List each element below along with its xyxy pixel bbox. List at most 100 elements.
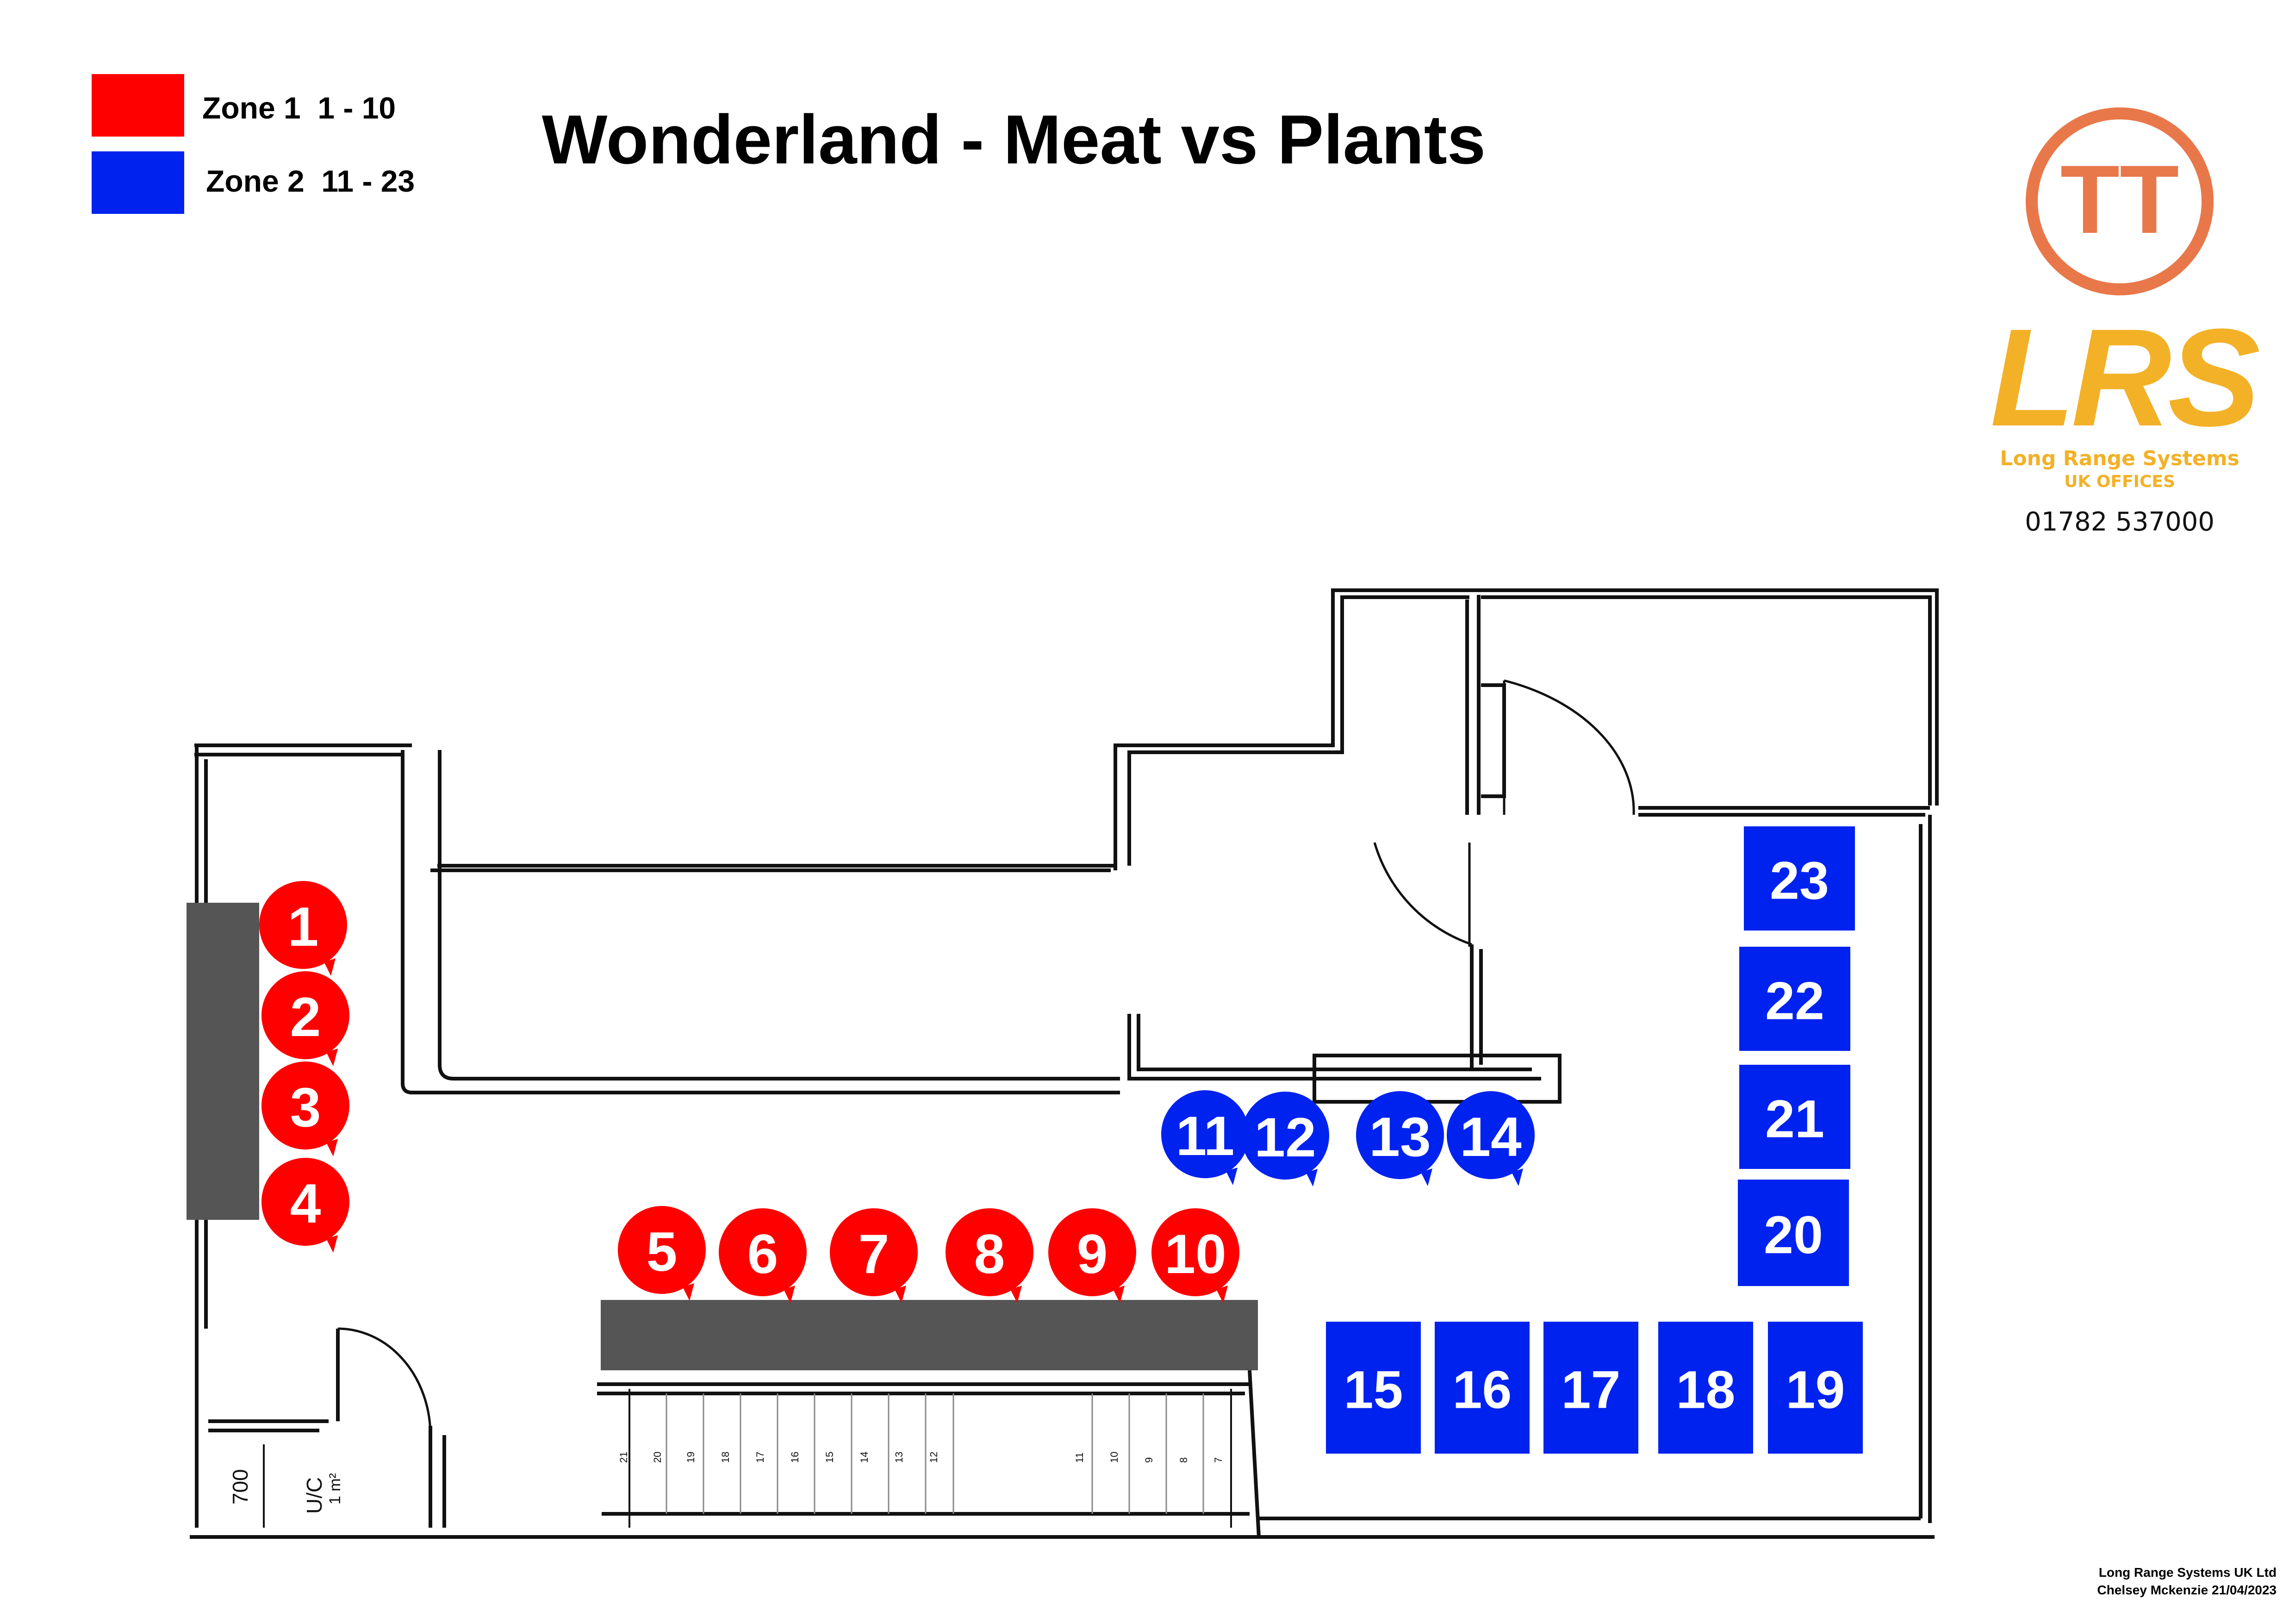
- zone1-legend-label: Zone 1 1 - 10: [202, 91, 396, 125]
- page-title: Wonderland - Meat vs Plants: [541, 100, 1486, 178]
- marker-number: 15: [1344, 1361, 1403, 1420]
- marker-number: 8: [974, 1223, 1005, 1285]
- marker-number: 2: [290, 986, 321, 1048]
- marker-number: 10: [1164, 1223, 1226, 1285]
- marker-square: [1768, 1322, 1863, 1454]
- marker-number: 20: [1764, 1206, 1823, 1265]
- marker-pointer: [324, 958, 336, 976]
- offices-subtitle: UK OFFICES: [2064, 472, 2175, 491]
- marker-circle: [261, 971, 349, 1059]
- dimension-label: 700: [228, 1469, 252, 1505]
- marker-number: 13: [1369, 1106, 1431, 1168]
- marker-square: [1435, 1322, 1530, 1454]
- table-marker-3: 3: [261, 1062, 349, 1156]
- table-marker-5: 5: [618, 1206, 706, 1301]
- marker-square: [1738, 1180, 1849, 1286]
- stair-number: 12: [928, 1452, 940, 1463]
- table-marker-4: 4: [261, 1158, 349, 1253]
- footer: Long Range Systems UK Ltd Chelsey Mckenz…: [2097, 1564, 2277, 1599]
- marker-pointer: [326, 1049, 338, 1066]
- emblem-text: TT: [2060, 145, 2179, 254]
- marker-number: 19: [1786, 1361, 1845, 1420]
- marker-pointer: [895, 1286, 906, 1303]
- marker-number: 17: [1562, 1361, 1621, 1420]
- phone-number: 01782 537000: [2025, 507, 2215, 537]
- marker-pointer: [1010, 1286, 1022, 1303]
- marker-number: 12: [1254, 1106, 1316, 1168]
- marker-square: [1744, 826, 1855, 931]
- stair-number: 18: [720, 1452, 731, 1463]
- footer-company: Long Range Systems UK Ltd: [2098, 1565, 2277, 1580]
- marker-number: 4: [290, 1173, 321, 1235]
- stair-number: 20: [652, 1452, 663, 1463]
- marker-square: [1658, 1322, 1753, 1454]
- table-marker-8: 8: [946, 1208, 1033, 1303]
- marker-circle: [1161, 1090, 1249, 1178]
- stair-number: 14: [859, 1452, 870, 1463]
- marker-square: [1739, 1065, 1850, 1169]
- marker-circle: [946, 1208, 1033, 1296]
- table-marker-17: 17: [1543, 1322, 1638, 1454]
- table-marker-13: 13: [1356, 1091, 1444, 1186]
- table-marker-16: 16: [1435, 1322, 1530, 1454]
- marker-circle: [1048, 1208, 1136, 1296]
- table-marker-18: 18: [1658, 1322, 1753, 1454]
- stair-number: 9: [1143, 1457, 1155, 1463]
- marker-number: 5: [647, 1221, 678, 1283]
- marker-number: 16: [1453, 1361, 1512, 1420]
- marker-number: 22: [1765, 972, 1824, 1031]
- marker-pointer: [1226, 1168, 1238, 1185]
- marker-number: 23: [1770, 851, 1829, 911]
- brand-wordmark: LRS: [1990, 300, 2260, 455]
- table-marker-21: 21: [1739, 1065, 1850, 1169]
- marker-circle: [261, 1158, 349, 1246]
- marker-pointer: [1306, 1169, 1318, 1187]
- table-marker-10: 10: [1151, 1208, 1239, 1303]
- table-marker-9: 9: [1048, 1208, 1136, 1303]
- marker-number: 21: [1765, 1090, 1824, 1149]
- marker-number: 11: [1176, 1105, 1235, 1167]
- marker-pointer: [1512, 1168, 1523, 1186]
- zone1-legend-swatch: [92, 74, 184, 137]
- marker-number: 1: [288, 896, 319, 958]
- company-name: Long Range Systems: [2000, 447, 2240, 470]
- marker-circle: [259, 881, 347, 969]
- left-table: [187, 903, 259, 1220]
- stair-number: 19: [685, 1452, 697, 1463]
- marker-number: 6: [747, 1223, 778, 1285]
- marker-number: 7: [859, 1223, 890, 1285]
- marker-pointer: [326, 1235, 338, 1253]
- table-marker-11: 11: [1161, 1090, 1249, 1185]
- marker-circle: [830, 1208, 918, 1296]
- table-marker-19: 19: [1768, 1322, 1863, 1454]
- marker-circle: [719, 1208, 807, 1296]
- marker-circle: [1151, 1208, 1239, 1296]
- stair-numbers: 21 20 19 18 17 16 15 14 13 12 11 10 9 8 …: [618, 1452, 1224, 1463]
- marker-number: 14: [1460, 1106, 1522, 1168]
- table-marker-14: 14: [1447, 1091, 1535, 1186]
- marker-square: [1543, 1322, 1638, 1454]
- table-marker-7: 7: [830, 1208, 918, 1303]
- stair-number: 11: [1074, 1452, 1085, 1463]
- zone2-legend-label: Zone 2 11 - 23: [206, 164, 415, 198]
- marker-number: 9: [1077, 1223, 1108, 1285]
- stair-number: 7: [1213, 1457, 1224, 1463]
- stair-number: 17: [754, 1452, 766, 1463]
- stair-treads: [666, 1393, 1204, 1514]
- tt-emblem-icon: TT: [2026, 107, 2214, 295]
- marker-square: [1326, 1322, 1421, 1454]
- stair-number: 15: [824, 1452, 835, 1463]
- marker-circle: [1241, 1092, 1329, 1180]
- table-marker-12: 12: [1241, 1092, 1329, 1187]
- footer-author-date: Chelsey Mckenzie 21/04/2023: [2097, 1583, 2277, 1597]
- stair-number: 13: [893, 1452, 905, 1463]
- front-table: [601, 1300, 1258, 1370]
- marker-circle: [618, 1206, 706, 1294]
- marker-number: 18: [1676, 1361, 1736, 1420]
- uc-label: U/C: [302, 1477, 326, 1514]
- stair-number: 8: [1178, 1457, 1189, 1463]
- marker-circle: [261, 1062, 349, 1149]
- stair-number: 10: [1108, 1452, 1120, 1463]
